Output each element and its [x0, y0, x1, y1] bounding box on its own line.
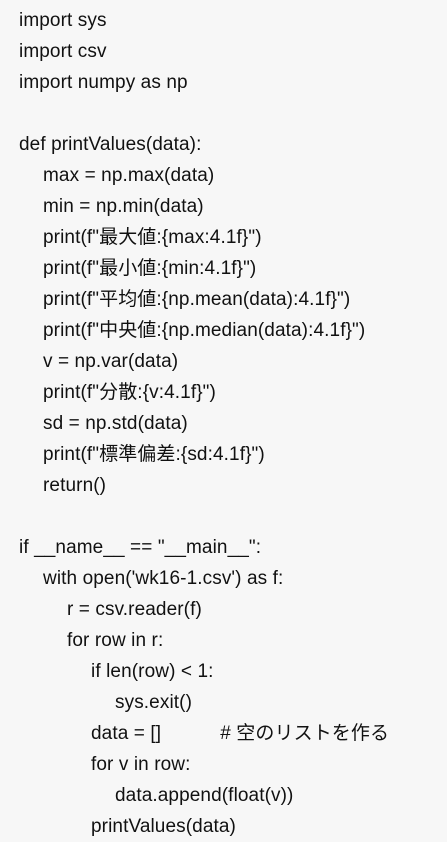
- code-line-import-numpy: import numpy as np: [19, 72, 188, 93]
- code-line-sys-exit: sys.exit(): [115, 692, 192, 713]
- code-line-for-row: for row in r:: [67, 630, 164, 651]
- code-line-print-var: print(f"分散:{v:4.1f}"): [43, 382, 216, 403]
- code-line-with-open: with open('wk16-1.csv') as f:: [43, 568, 284, 589]
- code-line-call-printvalues: printValues(data): [91, 816, 236, 837]
- code-line-return: return(): [43, 475, 107, 496]
- code-line-var: v = np.var(data): [43, 351, 179, 372]
- code-line-import-sys: import sys: [19, 10, 107, 31]
- code-line-csv-reader: r = csv.reader(f): [67, 599, 202, 620]
- code-line-if-len: if len(row) < 1:: [91, 661, 214, 682]
- code-line-print-mean: print(f"平均値:{np.mean(data):4.1f}"): [43, 289, 351, 310]
- code-line-print-max: print(f"最大値:{max:4.1f}"): [43, 227, 262, 248]
- code-line-blank: [19, 501, 447, 532]
- code-line-append: data.append(float(v)): [115, 785, 294, 806]
- code-line-def-printvalues: def printValues(data):: [19, 134, 202, 155]
- code-line-for-v: for v in row:: [91, 754, 191, 775]
- code-line-std: sd = np.std(data): [43, 413, 188, 434]
- code-line-blank: [19, 98, 447, 129]
- code-line-min: min = np.min(data): [43, 196, 204, 217]
- code-line-data-init: data = [] # 空のリストを作る: [91, 723, 390, 744]
- code-line-max: max = np.max(data): [43, 165, 215, 186]
- code-line-print-median: print(f"中央値:{np.median(data):4.1f}"): [43, 320, 366, 341]
- code-line-print-std: print(f"標準偏差:{sd:4.1f}"): [43, 444, 265, 465]
- code-line-print-min: print(f"最小値:{min:4.1f}"): [43, 258, 257, 279]
- code-line-import-csv: import csv: [19, 41, 107, 62]
- code-line-if-main: if __name__ == "__main__":: [19, 537, 262, 558]
